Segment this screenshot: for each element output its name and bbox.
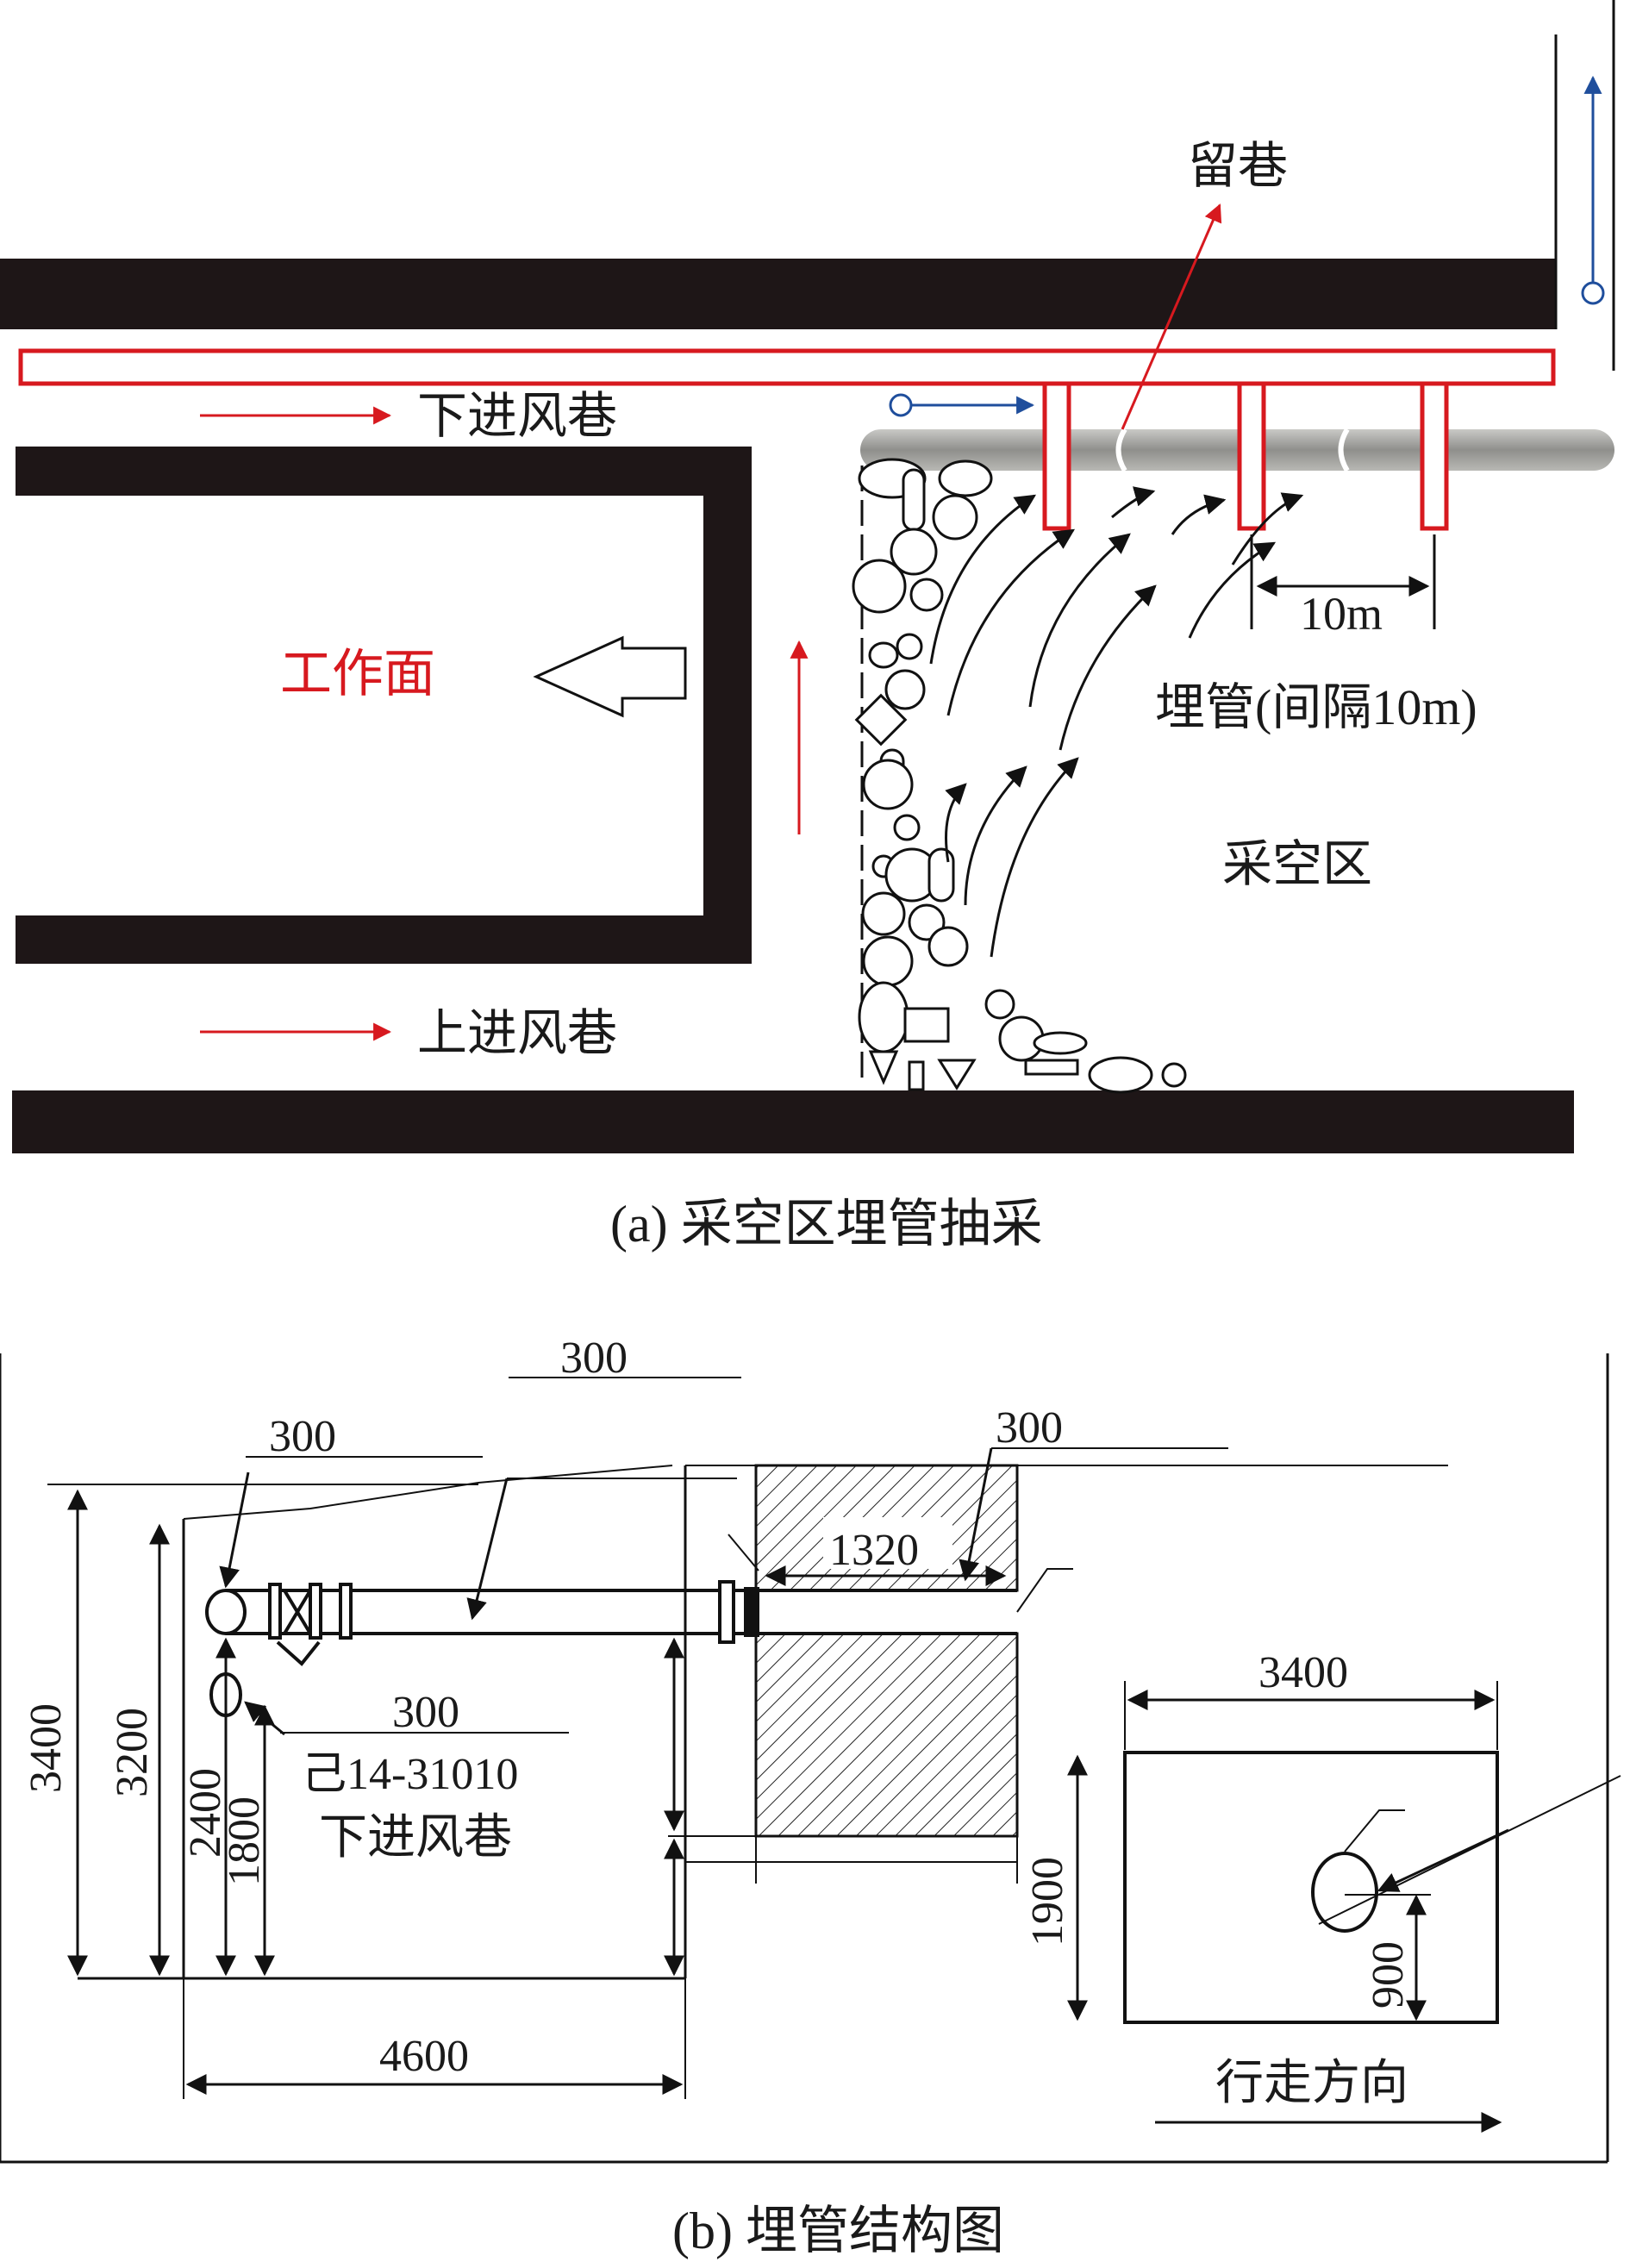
- spacing-dimension: [1250, 534, 1436, 629]
- cross-pipe-callout: [1344, 1809, 1405, 1853]
- branch-pipe-1: [1042, 381, 1071, 531]
- cross-section-box: [1123, 1751, 1499, 2024]
- leader-300-left-ptr: [219, 1471, 250, 1589]
- dim-1320-bg: [823, 1517, 952, 1569]
- pipe-inlet: [205, 1589, 247, 1635]
- roadway-name-label: 下进风巷: [319, 1811, 512, 1865]
- buried-pipe-body: [226, 1589, 1017, 1635]
- dim-4600-label: 4600: [379, 2032, 469, 2081]
- dim-1800-label: 1800: [220, 1796, 269, 1886]
- roadway-roof-line: [183, 1465, 673, 1520]
- pipe-flow-origin: [889, 393, 913, 417]
- part-b-labels: 300 300 300 1320 300 己14-31010 下进风巷 3400…: [22, 1334, 1413, 2259]
- buried-pipe-label: 埋管(间隔10m): [1155, 679, 1477, 735]
- face-advance-arrow: [533, 635, 687, 718]
- dim-3400-left-label: 3400: [22, 1703, 71, 1793]
- dim-300-left-label: 300: [269, 1412, 336, 1461]
- cross-pipe-leader: [1318, 1775, 1621, 1925]
- goaf-label: 采空区: [1222, 836, 1372, 892]
- dim-300-right-label: 300: [996, 1403, 1063, 1453]
- part-a-caption: (a) 采空区埋管抽采: [610, 1196, 1043, 1253]
- upper-intake-label: 上进风巷: [417, 1005, 617, 1061]
- coal-block-working-face: [16, 447, 752, 964]
- hatched-wall-lower: [754, 1632, 1019, 1838]
- rock-band-gap-1: [1115, 428, 1127, 472]
- part-b-diagram: [0, 1353, 1621, 2164]
- dim-3200-label: 3200: [108, 1708, 157, 1797]
- lower-intake-label: 下进风巷: [417, 388, 617, 444]
- cross-pipe-pointer: [1377, 1828, 1509, 1892]
- dim-3400-right-label: 3400: [1258, 1648, 1348, 1697]
- spacing-label: 10m: [1300, 588, 1383, 640]
- leader-300-top: [478, 1461, 741, 1621]
- roadway-id-label: 己14-31010: [302, 1750, 518, 1799]
- valve-icon: [268, 1583, 353, 1666]
- part-a-diagram: 留巷 下进风巷 上进风巷 工作面 10m 埋管(间隔10m) 采空区 (a) 采…: [0, 0, 1615, 1253]
- leader-1320-left: [728, 1534, 759, 1571]
- coal-seam-top: [0, 259, 1556, 329]
- dim-900-label: 900: [1364, 1941, 1413, 2009]
- leader-300-top-ptr: [466, 1478, 509, 1621]
- dim-2400-label: 2400: [181, 1768, 230, 1858]
- retained-roadway-pointer: [1121, 203, 1222, 430]
- pipe-end-leader: [1016, 1568, 1073, 1613]
- rubble-pile: [852, 458, 1187, 1094]
- branch-pipe-3: [1420, 381, 1449, 531]
- flange-icon: [718, 1580, 759, 1644]
- dim-300-top-label: 300: [560, 1334, 628, 1383]
- leader-300-right-ptr: [959, 1447, 993, 1582]
- working-face-label: 工作面: [280, 646, 435, 703]
- part-b-caption: (b) 埋管结构图: [672, 2202, 1004, 2259]
- walk-direction-label: 行走方向: [1215, 2057, 1408, 2110]
- airflow-arrows: [929, 486, 1304, 958]
- retained-roadway-label: 留巷: [1188, 138, 1288, 194]
- dim-1900-label: 1900: [1023, 1857, 1072, 1946]
- dim-1320-label: 1320: [829, 1526, 919, 1575]
- dim-300-mid-label: 300: [392, 1688, 459, 1737]
- branch-pipe-2: [1237, 381, 1266, 531]
- flow-origin-marker: [1581, 281, 1605, 305]
- coal-seam-bottom: [12, 1090, 1574, 1153]
- rock-band-gap-2: [1338, 428, 1350, 472]
- main-extraction-pipe: [18, 348, 1556, 386]
- cross-section-pipe: [1311, 1852, 1378, 1933]
